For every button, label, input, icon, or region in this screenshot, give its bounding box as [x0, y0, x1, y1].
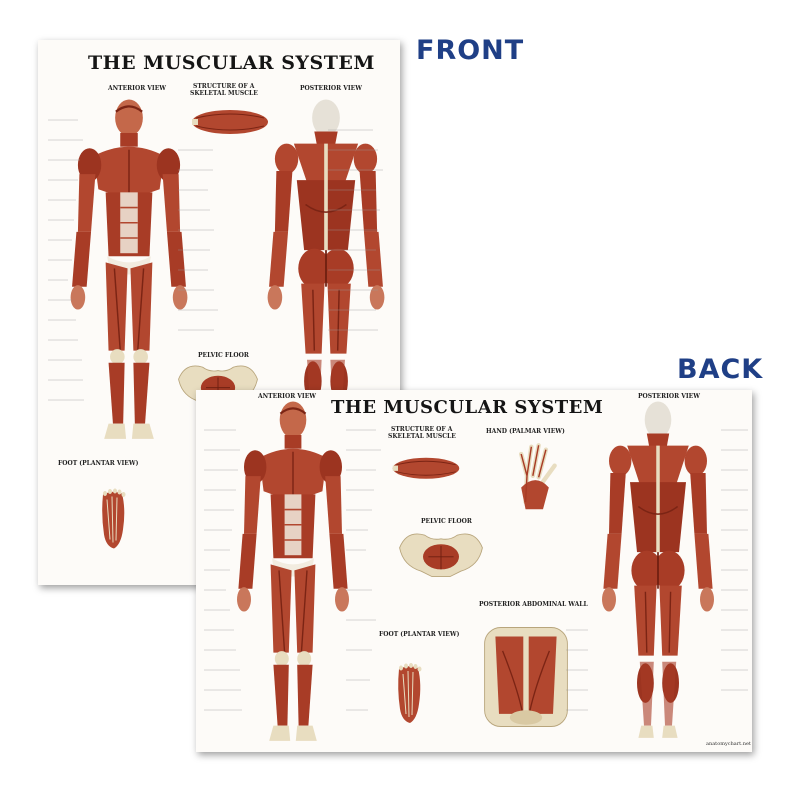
- front-skeletal-heading-2: SKELETAL MUSCLE: [190, 90, 258, 97]
- back-posterior-heading: POSTERIOR VIEW: [638, 393, 700, 400]
- back-label: BACK: [677, 354, 764, 385]
- front-anterior-heading: ANTERIOR VIEW: [108, 85, 167, 92]
- back-foot-heading: FOOT (PLANTAR VIEW): [379, 631, 460, 638]
- front-label: FRONT: [416, 35, 525, 66]
- back-abdominal-heading: POSTERIOR ABDOMINAL WALL: [479, 601, 588, 608]
- back-pelvic-heading: PELVIC FLOOR: [421, 518, 472, 525]
- back-anterior-heading: ANTERIOR VIEW: [258, 393, 317, 400]
- front-poster-title: THE MUSCULAR SYSTEM: [88, 52, 375, 74]
- back-signature: anatomychart.net: [706, 741, 751, 747]
- front-skeletal-heading-1: STRUCTURE OF A: [193, 83, 255, 90]
- back-poster-title: THE MUSCULAR SYSTEM: [331, 397, 604, 418]
- front-pelvic-heading: PELVIC FLOOR: [198, 352, 249, 359]
- back-skeletal-heading-1: STRUCTURE OF A: [391, 426, 453, 433]
- back-hand-heading: HAND (PALMAR VIEW): [486, 428, 565, 435]
- back-label-lines: [204, 429, 748, 711]
- front-posterior-heading: POSTERIOR VIEW: [300, 85, 362, 92]
- back-skeletal-heading-2: SKELETAL MUSCLE: [388, 433, 456, 440]
- back-poster: THE MUSCULAR SYSTEM ANTERIOR VIEW STRUCT…: [196, 390, 752, 752]
- front-foot-heading: FOOT (PLANTAR VIEW): [58, 460, 139, 467]
- front-label-lines: [48, 119, 383, 401]
